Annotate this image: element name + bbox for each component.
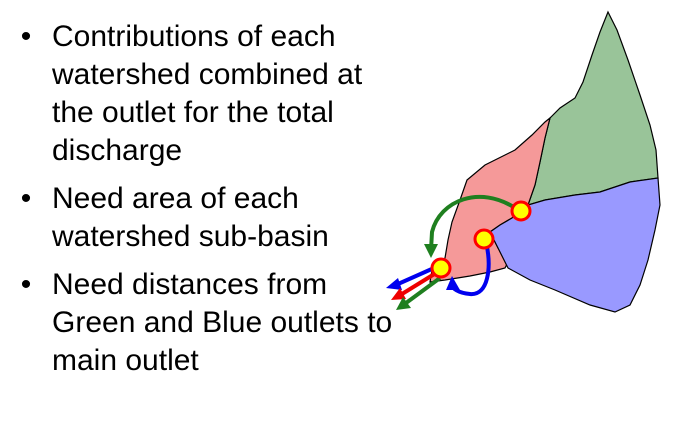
green-outlet-marker <box>510 200 532 222</box>
blue-outflow-arrow <box>397 266 435 286</box>
watershed-diagram <box>386 10 661 313</box>
blue-outlet-marker <box>473 228 495 250</box>
main-outlet-marker <box>430 257 452 279</box>
bullet-marker: • <box>20 20 32 53</box>
bullet-marker: • <box>20 268 32 301</box>
blue-arrowhead <box>446 276 460 290</box>
green-flow-arrow <box>429 194 517 251</box>
red-outflow-arrowhead <box>391 288 406 300</box>
green-outflow-arrow <box>404 276 442 305</box>
blue-outflow-arrowhead <box>386 278 402 290</box>
bullet-text-contributions: Contributions of each watershed combined… <box>52 20 363 167</box>
bullet-list: • Contributions of each watershed combin… <box>14 18 414 390</box>
bullet-text-area: Need area of each watershed sub-basin <box>52 182 329 253</box>
green-arrowhead <box>424 244 438 258</box>
bullet-marker: • <box>20 182 32 215</box>
blue-sub-basin <box>489 177 661 313</box>
green-outflow-arrowhead <box>396 297 411 310</box>
green-sub-basin <box>527 10 659 206</box>
bullet-item-distances: • Need distances from Green and Blue out… <box>14 266 414 380</box>
red-outflow-arrow <box>400 271 438 296</box>
bullet-text-distances: Need distances from Green and Blue outle… <box>52 268 393 377</box>
bullet-item-area: • Need area of each watershed sub-basin <box>14 180 414 256</box>
bullet-item-contributions: • Contributions of each watershed combin… <box>14 18 414 170</box>
